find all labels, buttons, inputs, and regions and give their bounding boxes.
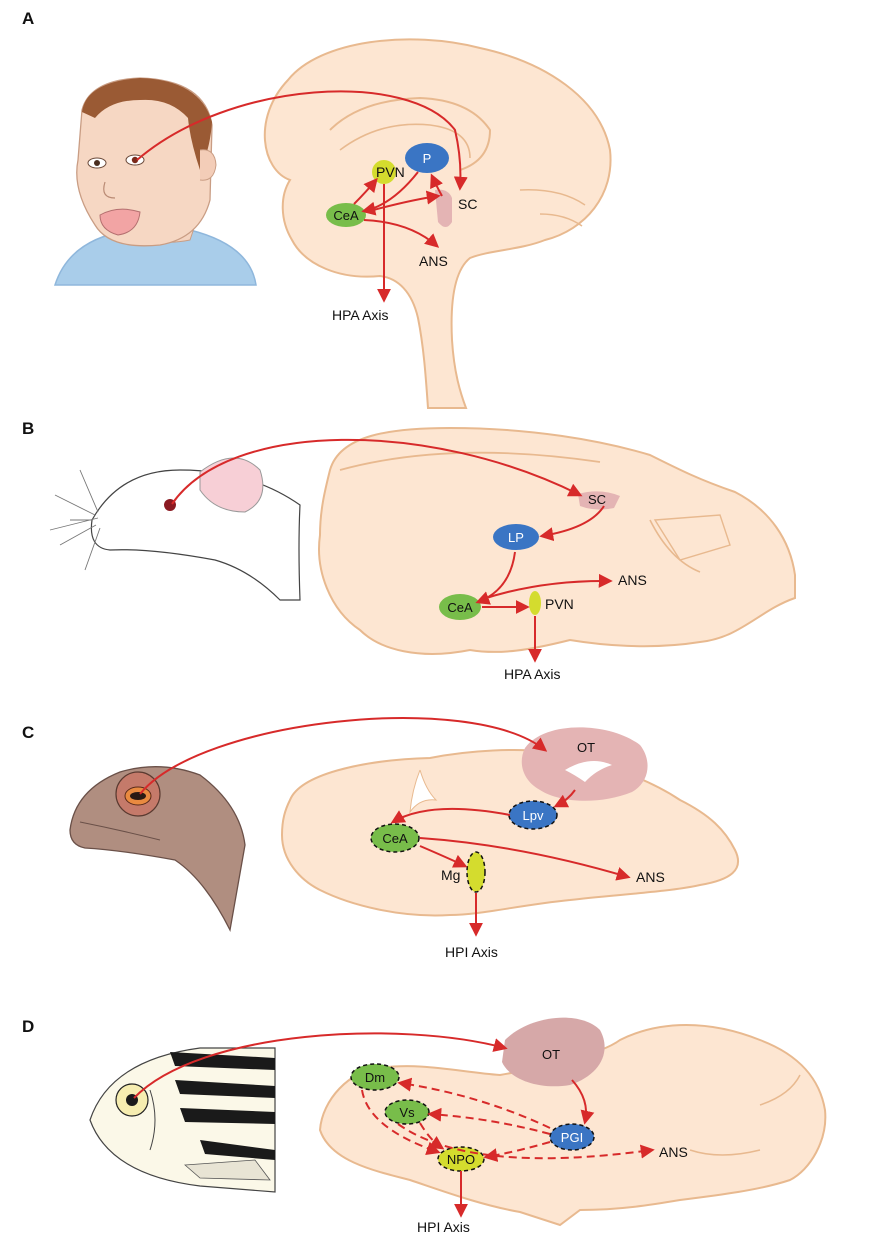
rat-brain: SC LP CeA PVN ANS HPA Axis xyxy=(319,428,795,682)
label-npo: NPO xyxy=(447,1152,475,1167)
label-cea: CeA xyxy=(382,831,408,846)
label-ans: ANS xyxy=(419,253,448,269)
label-ans: ANS xyxy=(659,1144,688,1160)
label-pgi: PGI xyxy=(561,1130,583,1145)
human-ear xyxy=(200,150,216,180)
fish-illustration xyxy=(90,1048,275,1192)
label-mg: Mg xyxy=(441,867,460,883)
toad-brain: OT Lpv CeA Mg ANS HPI Axis xyxy=(282,727,738,960)
label-lp: LP xyxy=(508,530,524,545)
panel-c-label: C xyxy=(22,723,34,742)
human-illustration xyxy=(55,78,256,285)
label-ans: ANS xyxy=(636,869,665,885)
panel-a: A P PVN SC xyxy=(22,9,611,408)
label-lpv: Lpv xyxy=(523,808,544,823)
fish-brain: OT Dm Vs PGI NPO ANS HPI Axis xyxy=(320,1018,825,1235)
panel-b: B SC LP CeA PVN ANS HPA Axis xyxy=(22,419,795,682)
panel-d-label: D xyxy=(22,1017,34,1036)
human-brain-outline xyxy=(265,39,611,408)
toad-brain-outline xyxy=(282,750,738,915)
region-pvn xyxy=(529,591,541,615)
rat-head xyxy=(91,470,300,600)
label-ans: ANS xyxy=(618,572,647,588)
label-axis: HPA Axis xyxy=(332,307,389,323)
label-dm: Dm xyxy=(365,1070,385,1085)
label-axis: HPI Axis xyxy=(445,944,498,960)
panel-a-label: A xyxy=(22,9,34,28)
label-cea: CeA xyxy=(447,600,473,615)
region-mg xyxy=(467,852,485,892)
rat-brain-outline xyxy=(319,428,795,654)
panel-d: D OT Dm Vs PGI NPO ANS HPI Axis xyxy=(22,1017,825,1235)
label-vs: Vs xyxy=(399,1105,415,1120)
label-sc: SC xyxy=(458,196,477,212)
label-p: P xyxy=(423,151,432,166)
human-brain: P PVN SC CeA ANS HPA Axis xyxy=(265,39,611,408)
panel-b-label: B xyxy=(22,419,34,438)
label-axis: HPA Axis xyxy=(504,666,561,682)
label-sc: SC xyxy=(588,492,606,507)
label-axis: HPI Axis xyxy=(417,1219,470,1235)
toad-illustration xyxy=(70,767,245,930)
label-pvn: PVN xyxy=(545,596,574,612)
label-ot: OT xyxy=(542,1047,560,1062)
panel-c: C OT Lpv CeA Mg ANS HPI Axis xyxy=(22,718,738,960)
label-pvn: PVN xyxy=(376,164,405,180)
rat-illustration xyxy=(50,458,300,600)
label-cea: CeA xyxy=(333,208,359,223)
label-ot: OT xyxy=(577,740,595,755)
